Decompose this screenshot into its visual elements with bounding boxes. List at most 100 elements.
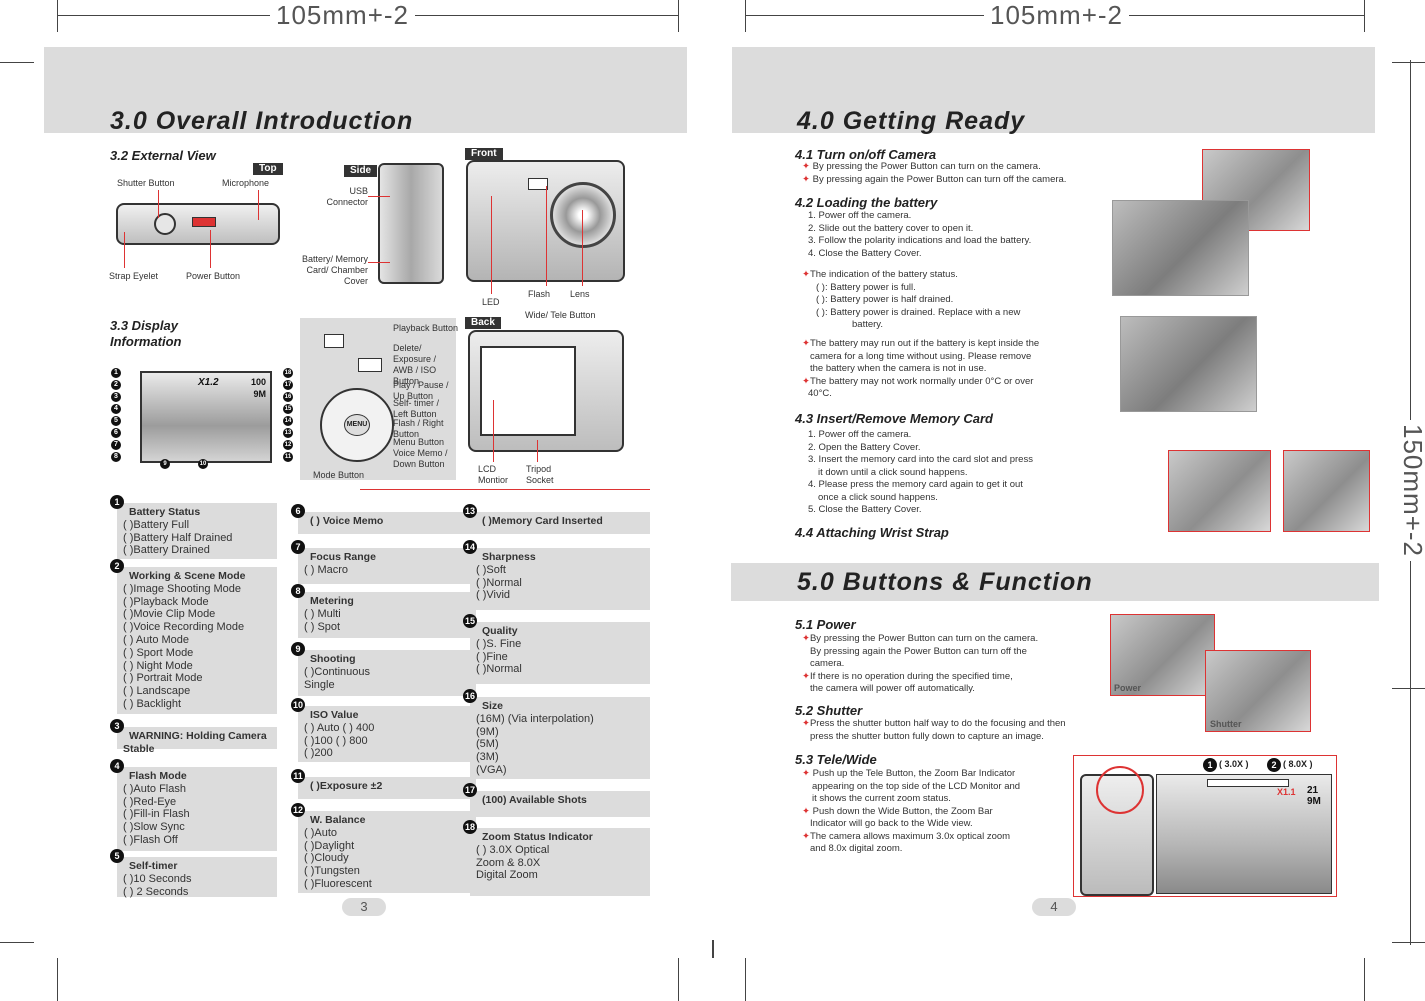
s42-step: 3. Follow the polarity indications and l… xyxy=(808,235,1032,246)
lcd-callout-left: 2 xyxy=(111,380,121,390)
lcd-callout-right: 15 xyxy=(283,404,293,414)
info-box-15: Quality( )S. Fine( )Fine( )Normal xyxy=(470,622,650,684)
info-box-title: Focus Range xyxy=(310,551,376,563)
zoom-label-optical: ( 3.0X ) xyxy=(1219,759,1249,769)
section-heading-display-info: 3.3 Display Information xyxy=(110,318,182,349)
info-box-13: ( )Memory Card Inserted xyxy=(470,512,650,534)
lcd-callout-right: 18 xyxy=(283,368,293,378)
label-battery-cover: Battery/ Memory Card/ Chamber Cover xyxy=(301,254,368,286)
info-box-line: Single xyxy=(304,678,335,691)
callout-number: 6 xyxy=(291,504,305,518)
s53-line: Push down the Wide Button, the Zoom Bar xyxy=(812,805,993,817)
section-5-3-text: ✦ Push up the Tele Button, the Zoom Bar … xyxy=(802,768,1072,856)
s43-step: 3. Insert the memory card into the card … xyxy=(808,454,1033,465)
s53-line: appearing on the top side of the LCD Mon… xyxy=(812,780,1021,792)
title-banner-2 xyxy=(731,563,1379,601)
s42-step: 2. Slide out the battery cover to open i… xyxy=(808,222,974,234)
info-box-line: ( ) Portrait Mode xyxy=(123,672,203,685)
callout-number: 2 xyxy=(110,559,124,573)
label-voice-memo-button: Voice Memo / Down Button xyxy=(393,448,448,469)
info-box-17: (100) Available Shots xyxy=(470,791,650,817)
info-box-line: (3M) xyxy=(476,751,499,764)
s43-step: it down until a click sound happens. xyxy=(818,466,968,478)
lcd-callout-bottom: 9 xyxy=(160,459,170,469)
zoom-button-highlight xyxy=(1096,766,1144,814)
crop-mark xyxy=(57,0,58,32)
lcd-callout-left: 5 xyxy=(111,416,121,426)
info-box-line: ( ) 2 Seconds xyxy=(123,885,189,898)
label-microphone: Microphone xyxy=(222,178,270,188)
info-box-title: Metering xyxy=(310,595,354,607)
section-heading-4-3: 4.3 Insert/Remove Memory Card xyxy=(795,411,993,426)
dimension-label-side: 150mm+-2 xyxy=(1397,420,1425,561)
info-box-title: Battery Status xyxy=(129,506,201,518)
label-wide-tele: Wide/ Tele Button xyxy=(525,310,596,320)
section-heading-4-4: 4.4 Attaching Wrist Strap xyxy=(795,525,949,540)
info-box-line: ( ) Auto ( ) 400 xyxy=(304,721,375,734)
s51-line: camera. xyxy=(810,658,845,669)
section-heading-4-1: 4.1 Turn on/off Camera xyxy=(795,147,937,162)
dpad-icon: MENU xyxy=(320,388,394,462)
callout-number: 9 xyxy=(291,642,305,656)
info-box-line: ( )Slow Sync xyxy=(123,821,185,834)
battery-note: The battery may not work normally under … xyxy=(809,375,1034,387)
info-box-line: (16M) (Via interpolation) xyxy=(476,712,594,725)
battery-status-intro: The indication of the battery status. xyxy=(809,269,958,280)
s43-step: once a click sound happens. xyxy=(818,491,938,503)
shutter-button-icon xyxy=(154,213,176,235)
callout-number: 12 xyxy=(291,803,305,817)
info-box-title: ( ) Voice Memo xyxy=(310,515,384,527)
battery-status-item: battery. xyxy=(852,319,883,330)
page-number-right: 4 xyxy=(1032,898,1076,916)
callout-number: 3 xyxy=(110,719,124,733)
callout-number: 4 xyxy=(110,759,124,773)
info-box-line: (5M) xyxy=(476,738,499,751)
lcd-callout-left: 1 xyxy=(111,368,121,378)
label-led: LED xyxy=(482,297,500,307)
label-self-timer-button: Self- timer / Left Button xyxy=(393,398,440,419)
crop-mark xyxy=(1392,942,1425,943)
label-playback-button: Playback Button xyxy=(393,323,459,333)
callout-number: 11 xyxy=(291,769,305,783)
info-box-4: Flash Mode( )Auto Flash( )Red-Eye( )Fill… xyxy=(117,767,277,851)
info-box-title: Quality xyxy=(482,625,518,637)
label-play-pause-button: Play / Pause / Up Button xyxy=(393,380,449,401)
info-box-line: ( )Soft xyxy=(476,563,506,576)
section-title-5: 5.0 Buttons & Function xyxy=(797,568,1093,596)
tag-back: Back xyxy=(465,317,501,329)
s43-step: 1. Power off the camera. xyxy=(808,429,912,440)
info-box-line: ( )Red-Eye xyxy=(123,795,177,808)
lcd-callout-left: 6 xyxy=(111,428,121,438)
lcd-callout-right: 17 xyxy=(283,380,293,390)
power-button-icon xyxy=(192,217,216,227)
info-box-title: WARNING: Holding Camera Stable xyxy=(123,730,267,755)
s43-step: 2. Open the Battery Cover. xyxy=(808,441,921,453)
section-4-2-steps: 1. Power off the camera. 2. Slide out th… xyxy=(808,210,1108,260)
crop-mark xyxy=(1392,688,1425,689)
tag-top: Top xyxy=(253,163,283,175)
info-box-line: Zoom & 8.0X xyxy=(476,856,541,869)
info-box-line: ( )Battery Drained xyxy=(123,544,210,557)
label-shutter-button: Shutter Button xyxy=(117,178,175,188)
callout-2: 2 xyxy=(1267,758,1281,772)
s43-step: 4. Please press the memory card again to… xyxy=(808,479,1023,490)
section-5-1-text: ✦By pressing the Power Button can turn o… xyxy=(802,633,1102,696)
lcd-screen: X1.2 100 9M xyxy=(140,371,272,463)
divider xyxy=(360,489,650,490)
info-box-line: ( ) Backlight xyxy=(123,697,182,710)
label-delete-button: Delete/ Exposure / AWB / ISO Button xyxy=(393,343,437,386)
info-box-line: (VGA) xyxy=(476,763,507,776)
callout-number: 5 xyxy=(110,849,124,863)
info-box-14: Sharpness( )Soft( )Normal( )Vivid xyxy=(470,548,650,610)
info-box-line: ( )Movie Clip Mode xyxy=(123,608,216,621)
info-box-line: ( )Cloudy xyxy=(304,852,349,865)
info-box-line: ( )Normal xyxy=(476,576,522,589)
battery-note: The battery may run out if the battery i… xyxy=(809,338,1040,349)
photo-strap-2 xyxy=(1283,450,1370,532)
battery-note: camera for a long time without using. Pl… xyxy=(810,350,1032,362)
crop-mark xyxy=(57,958,58,1001)
lcd-shots-readout: 100 xyxy=(250,377,266,387)
lcd-callout-bottom: 10 xyxy=(198,459,208,469)
callout-number: 17 xyxy=(463,783,477,797)
